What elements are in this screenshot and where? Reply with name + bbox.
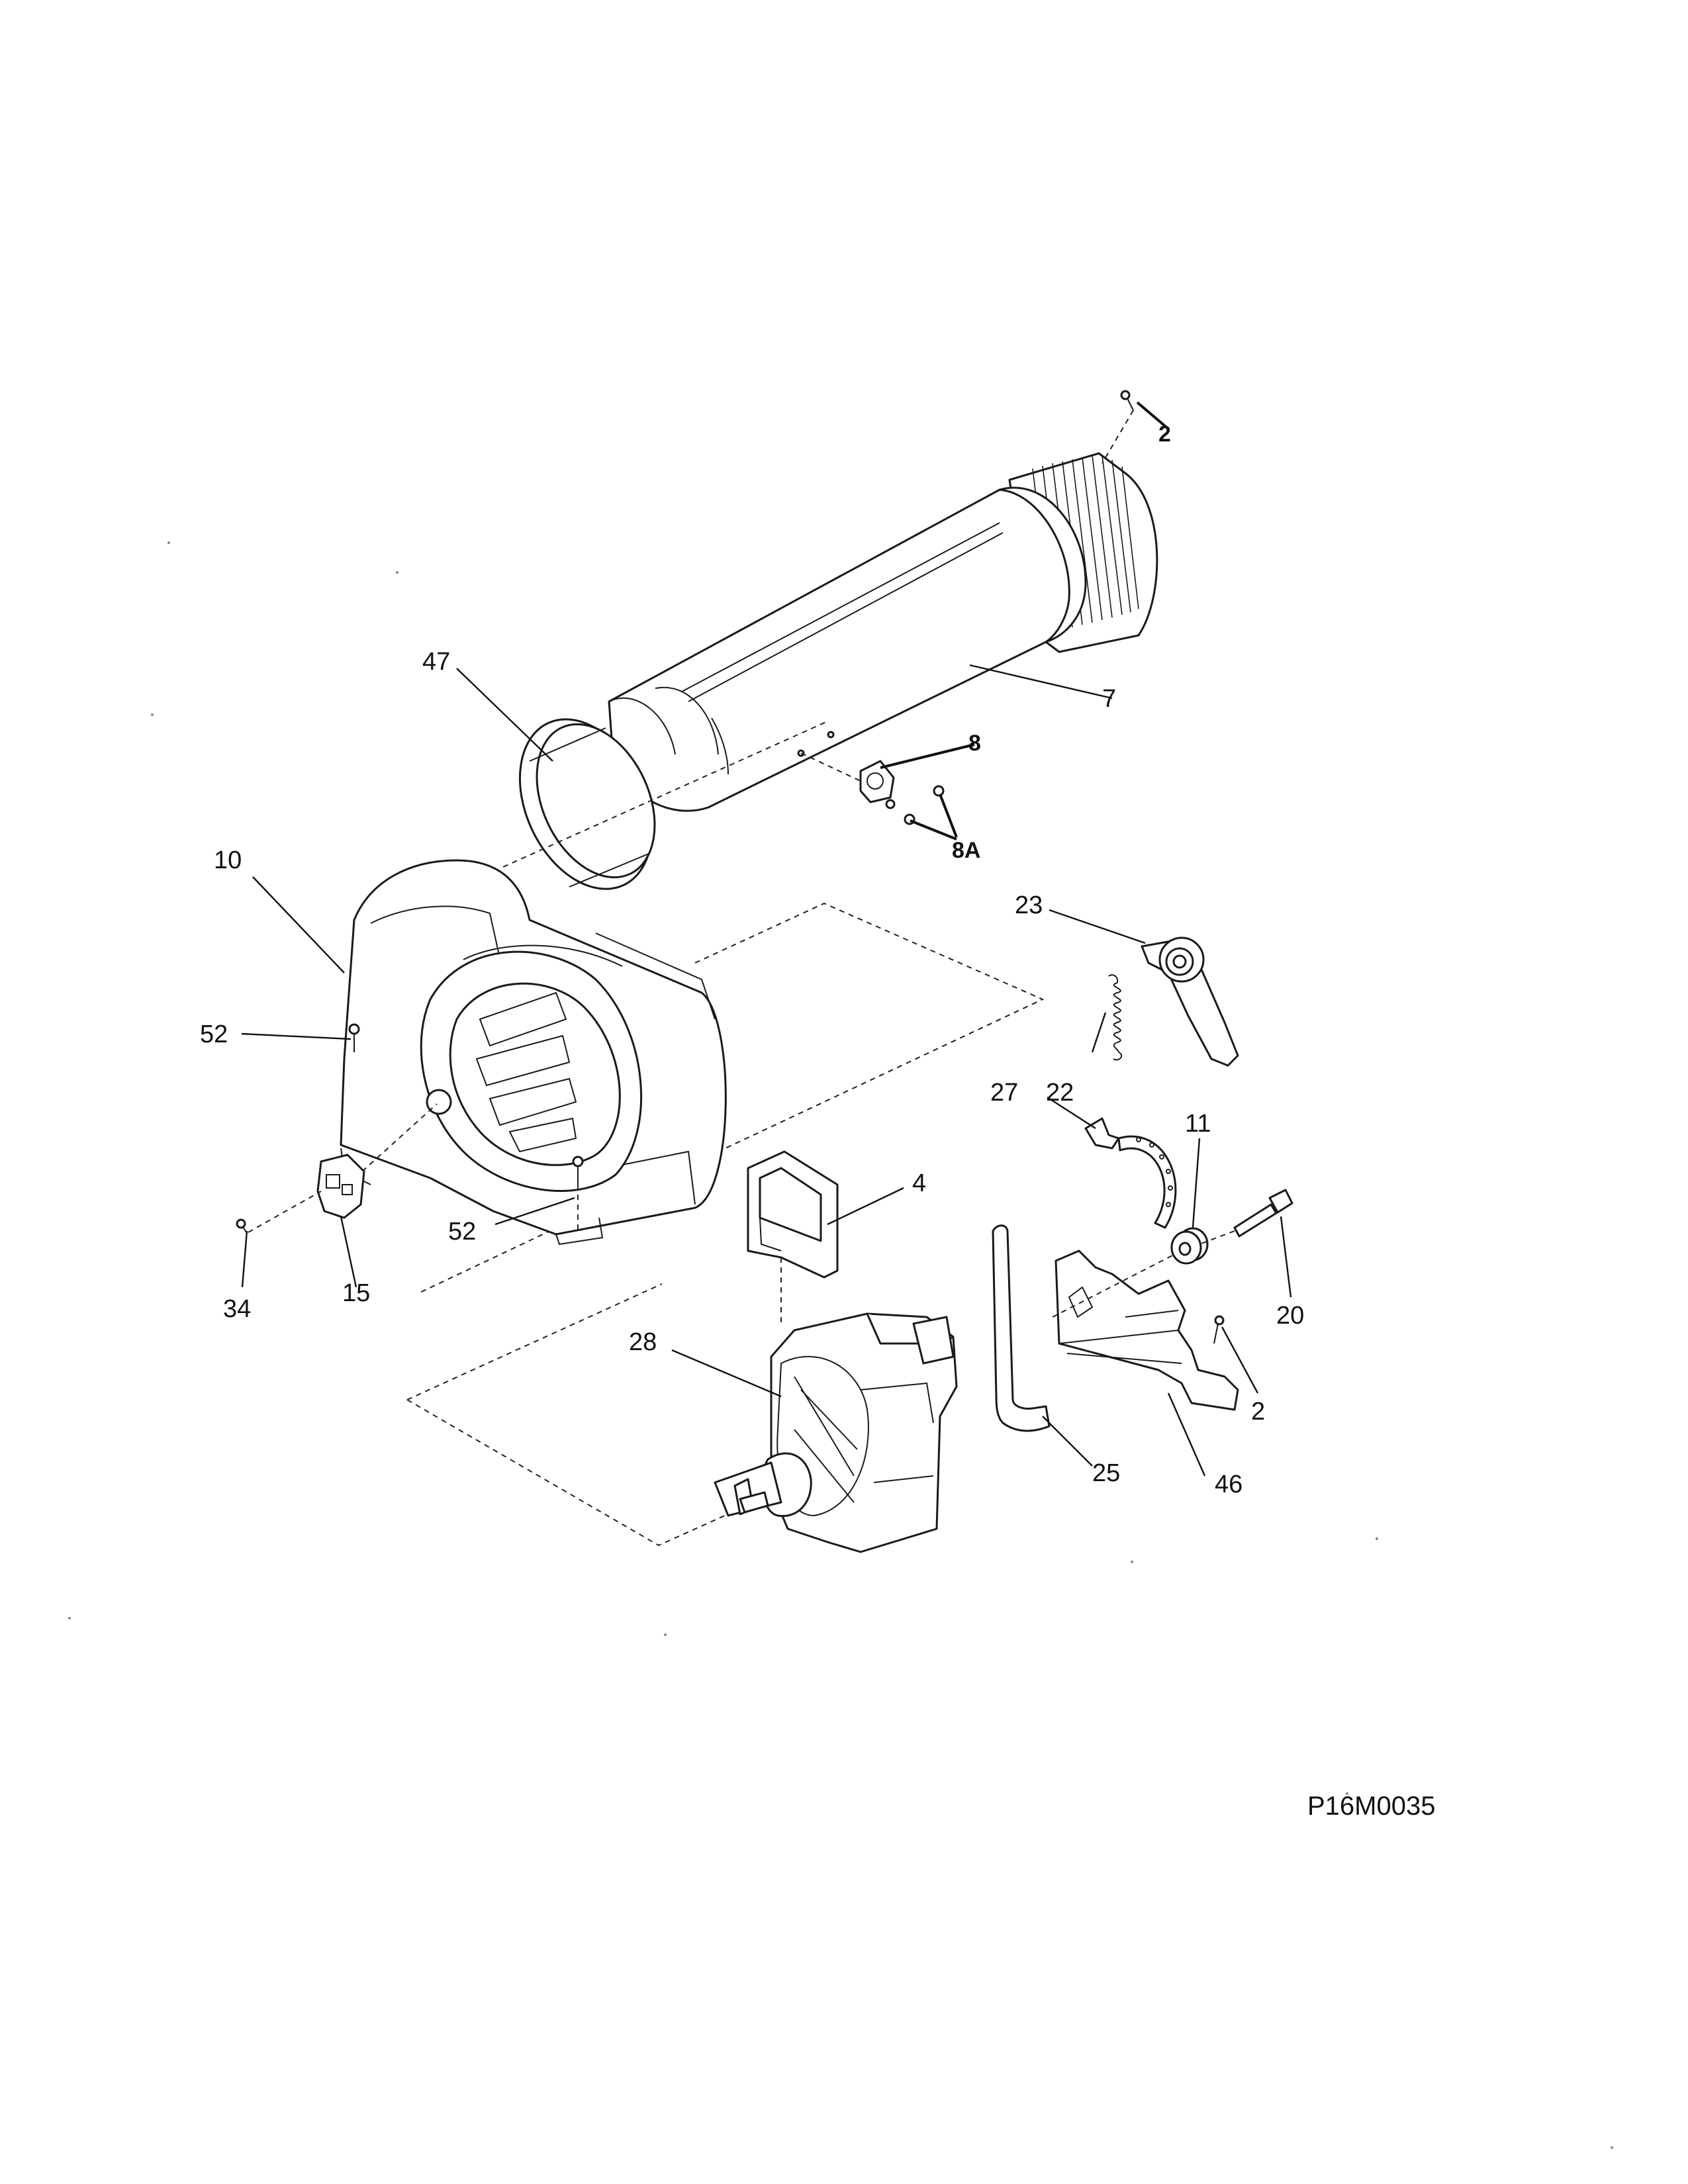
motor-part-28 [714,1312,958,1553]
seal-ring-part-47 [502,718,828,890]
callout-15: 15 [342,1279,370,1307]
clip-part-27 [1084,1117,1177,1229]
callout-2-lower: 2 [1251,1398,1265,1426]
callout-2-top: 2 [1158,422,1171,447]
roller-part-11 [1170,1227,1209,1265]
blower-housing-part-10 [340,859,727,1246]
callout-10: 10 [214,846,242,874]
callout-25: 25 [1092,1459,1120,1487]
callout-4: 4 [912,1169,926,1197]
callout-28: 28 [629,1328,657,1356]
callout-23: 23 [1015,891,1043,919]
frame-part-4 [747,1150,839,1324]
callout-52-lower: 52 [448,1218,476,1246]
callout-11: 11 [1185,1110,1211,1138]
callout-8: 8 [968,731,981,756]
callout-47: 47 [422,648,450,676]
callout-52-upper: 52 [200,1021,228,1048]
callout-8a: 8A [952,838,980,863]
belt-part-25 [992,1224,1051,1432]
callout-7: 7 [1102,685,1116,713]
bracket-part-46 [1052,1250,1239,1411]
leader-lines [241,401,1292,1477]
assembly-outline [406,902,1045,1547]
callout-34: 34 [223,1295,251,1323]
diagram-id: P16M0035 [1307,1792,1435,1821]
scan-specks [68,541,1613,2149]
spring-part-22 [1108,974,1123,1061]
bolt-part-20 [1199,1189,1293,1245]
drum-part-7 [608,390,1158,812]
callout-labels: 2 47 7 8 8A 10 23 52 22 27 11 4 52 34 15… [200,422,1304,1498]
callout-20: 20 [1276,1302,1304,1330]
thermostat-part-8 [797,731,945,825]
bracket-part-15 [236,1154,365,1233]
idler-part-23 [1141,936,1239,1067]
callout-46: 46 [1215,1471,1243,1498]
callout-27: 27 [990,1079,1018,1107]
callout-22: 22 [1046,1079,1074,1107]
